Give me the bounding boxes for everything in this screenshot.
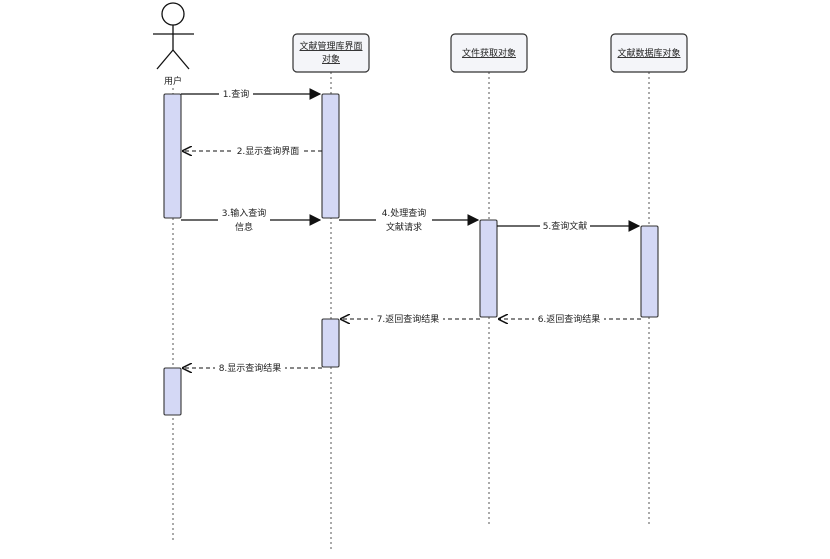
activation-db bbox=[640, 225, 659, 318]
message-5-label: 5.查询文献 bbox=[543, 220, 588, 232]
message-3-label-line2: 信息 bbox=[235, 221, 253, 233]
activation-ui-2 bbox=[321, 318, 340, 368]
message-3-label-line1: 3.输入查询 bbox=[222, 207, 267, 219]
message-4-label-line1: 4.处理查询 bbox=[382, 207, 427, 219]
actor-user-icon bbox=[153, 2, 194, 70]
activation-user-2 bbox=[163, 367, 182, 416]
message-8-label: 8.显示查询结果 bbox=[219, 362, 282, 374]
object-db-label: 文献数据库对象 bbox=[617, 47, 680, 59]
object-ui-box: 文献管理库界面 对象 bbox=[292, 33, 370, 73]
actor-user-label: 用户 bbox=[164, 75, 182, 87]
message-2-label: 2.显示查询界面 bbox=[237, 145, 300, 157]
message-6-label: 6.返回查询结果 bbox=[538, 313, 601, 325]
message-7-label: 7.返回查询结果 bbox=[377, 313, 440, 325]
object-ui-label-line1: 文献管理库界面 bbox=[299, 40, 362, 52]
object-fetch-label: 文件获取对象 bbox=[462, 47, 516, 59]
activation-ui-1 bbox=[321, 93, 340, 219]
message-4-label-line2: 文献请求 bbox=[386, 221, 422, 233]
activation-user-1 bbox=[163, 93, 182, 219]
message-1-label: 1.查询 bbox=[223, 88, 250, 100]
activation-fetch bbox=[479, 219, 498, 318]
object-db-box: 文献数据库对象 bbox=[610, 33, 688, 73]
object-fetch-box: 文件获取对象 bbox=[450, 33, 528, 73]
object-ui-label-line2: 对象 bbox=[322, 53, 340, 65]
